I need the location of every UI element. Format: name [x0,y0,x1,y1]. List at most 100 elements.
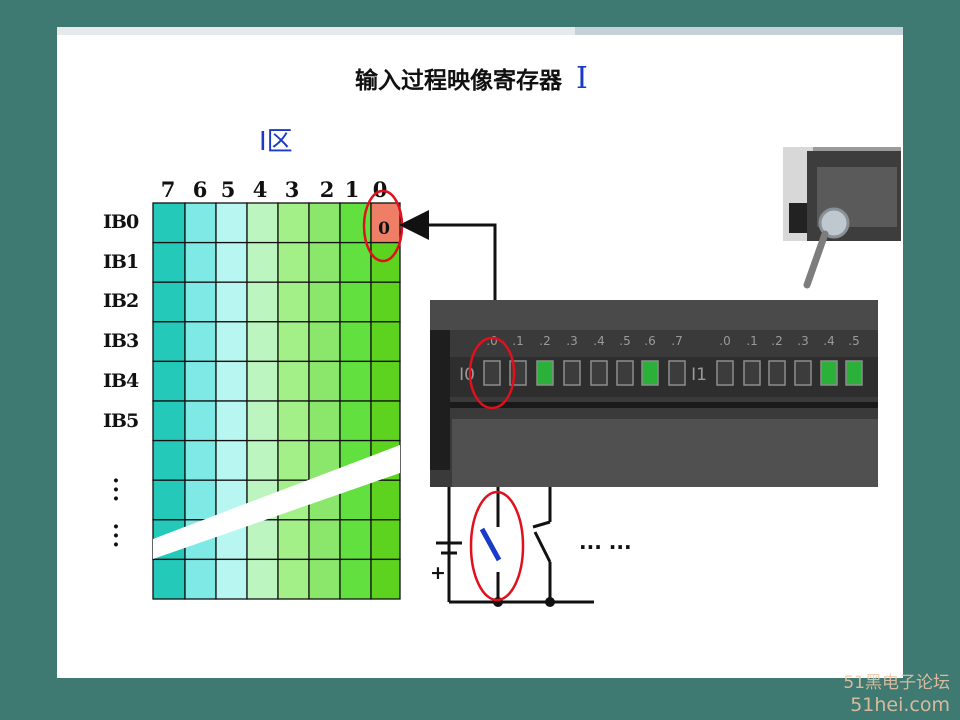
row-label-ib0: IB0 [103,211,139,233]
register-cell [246,202,279,244]
bit-header-1: 1 [344,177,360,202]
module-channel-label: .4 [593,334,604,348]
register-cell [184,202,217,244]
register-cell [370,241,401,283]
register-cell [277,400,310,442]
module-led [483,360,501,386]
module-group2-label: I1 [691,365,707,385]
register-cell [184,241,217,283]
register-cell [184,281,217,323]
polarity-sign: + [430,562,446,584]
module-led [641,360,659,386]
register-cell [215,281,248,323]
register-cell [246,400,279,442]
register-cell [308,281,341,323]
register-cell [215,202,248,244]
module-channel-label: .3 [797,334,808,348]
module-channel-label: .3 [566,334,577,348]
register-cell [184,321,217,363]
module-led [768,360,786,386]
row-label-ib1: IB1 [103,251,139,273]
register-cell [152,479,186,521]
switch-blade [479,527,502,562]
register-cell [370,479,401,521]
highlight-circle-module [468,336,516,410]
module-led [820,360,838,386]
register-cell [152,321,186,363]
module-channel-label: .5 [848,334,859,348]
region-label: I区 [259,127,293,157]
register-cell [370,558,401,600]
register-cell [246,281,279,323]
register-cell [370,321,401,363]
watermark-line-1: 51黑电子论坛 [843,673,950,693]
module-channel-label: .2 [539,334,550,348]
highlight-circle-switch [469,490,525,602]
junction-dot-2 [545,597,555,607]
plc-input-module-photo: I0.0.1.2.3.4.5.6.7I1.0.1.2.3.4.5 [430,300,878,487]
module-channel-label: .0 [486,334,497,348]
module-channel-label: .7 [671,334,682,348]
register-cell [370,281,401,323]
magnifier-icon [818,207,850,239]
register-cell [277,519,310,561]
register-cell [339,321,372,363]
module-led [668,360,686,386]
slide-top-bar-right [575,27,903,35]
bit-header-0: 0 [372,177,388,202]
vertical-ellipsis-2: ··· [112,514,120,558]
title-letter: I [576,61,588,96]
row-label-ib5: IB5 [103,410,139,432]
module-channel-label: .1 [512,334,523,348]
register-cell [152,558,186,600]
circuit-ellipsis: ... ... [579,530,632,554]
register-cell [339,400,372,442]
register-cell [277,360,310,402]
module-led [794,360,812,386]
bit-header-5: 5 [220,177,236,202]
module-led [845,360,863,386]
register-cell [215,400,248,442]
register-cell [215,439,248,481]
register-cell [339,241,372,283]
row-label-ib2: IB2 [103,290,139,312]
register-cell [246,519,279,561]
register-cell [215,241,248,283]
register-cell [277,321,310,363]
register-cell [308,241,341,283]
module-channel-label: .1 [746,334,757,348]
bit-header-3: 3 [284,177,300,202]
watermark-line-2: 51hei.com [850,694,950,716]
plc-thumbnail [783,147,901,289]
title-text: 输入过程映像寄存器 [355,68,562,94]
register-cell [277,202,310,244]
module-led [563,360,581,386]
register-cell [152,360,186,402]
register-cell [184,558,217,600]
module-led [743,360,761,386]
module-led [590,360,608,386]
slide-title: 输入过程映像寄存器 I [355,61,675,101]
register-cell [277,558,310,600]
module-led [716,360,734,386]
slide-top-bar-left [57,27,575,35]
vertical-ellipsis-1: ··· [112,468,120,512]
register-cell [246,558,279,600]
module-channel-label: .0 [719,334,730,348]
register-cell [184,400,217,442]
register-cell [339,519,372,561]
register-cell [152,400,186,442]
register-cell [246,321,279,363]
register-cell [308,400,341,442]
register-cell [152,241,186,283]
register-cell [370,400,401,442]
register-cell [339,558,372,600]
row-label-ib4: IB4 [103,370,139,392]
module-channel-label: .2 [771,334,782,348]
diagram-canvas: 0 I0.0.1.2.3.4.5.6.7I1.0.1.2.3.4.5 [152,147,901,607]
register-cell [152,439,186,481]
register-cell [277,241,310,283]
register-cell [339,281,372,323]
register-cell [308,558,341,600]
